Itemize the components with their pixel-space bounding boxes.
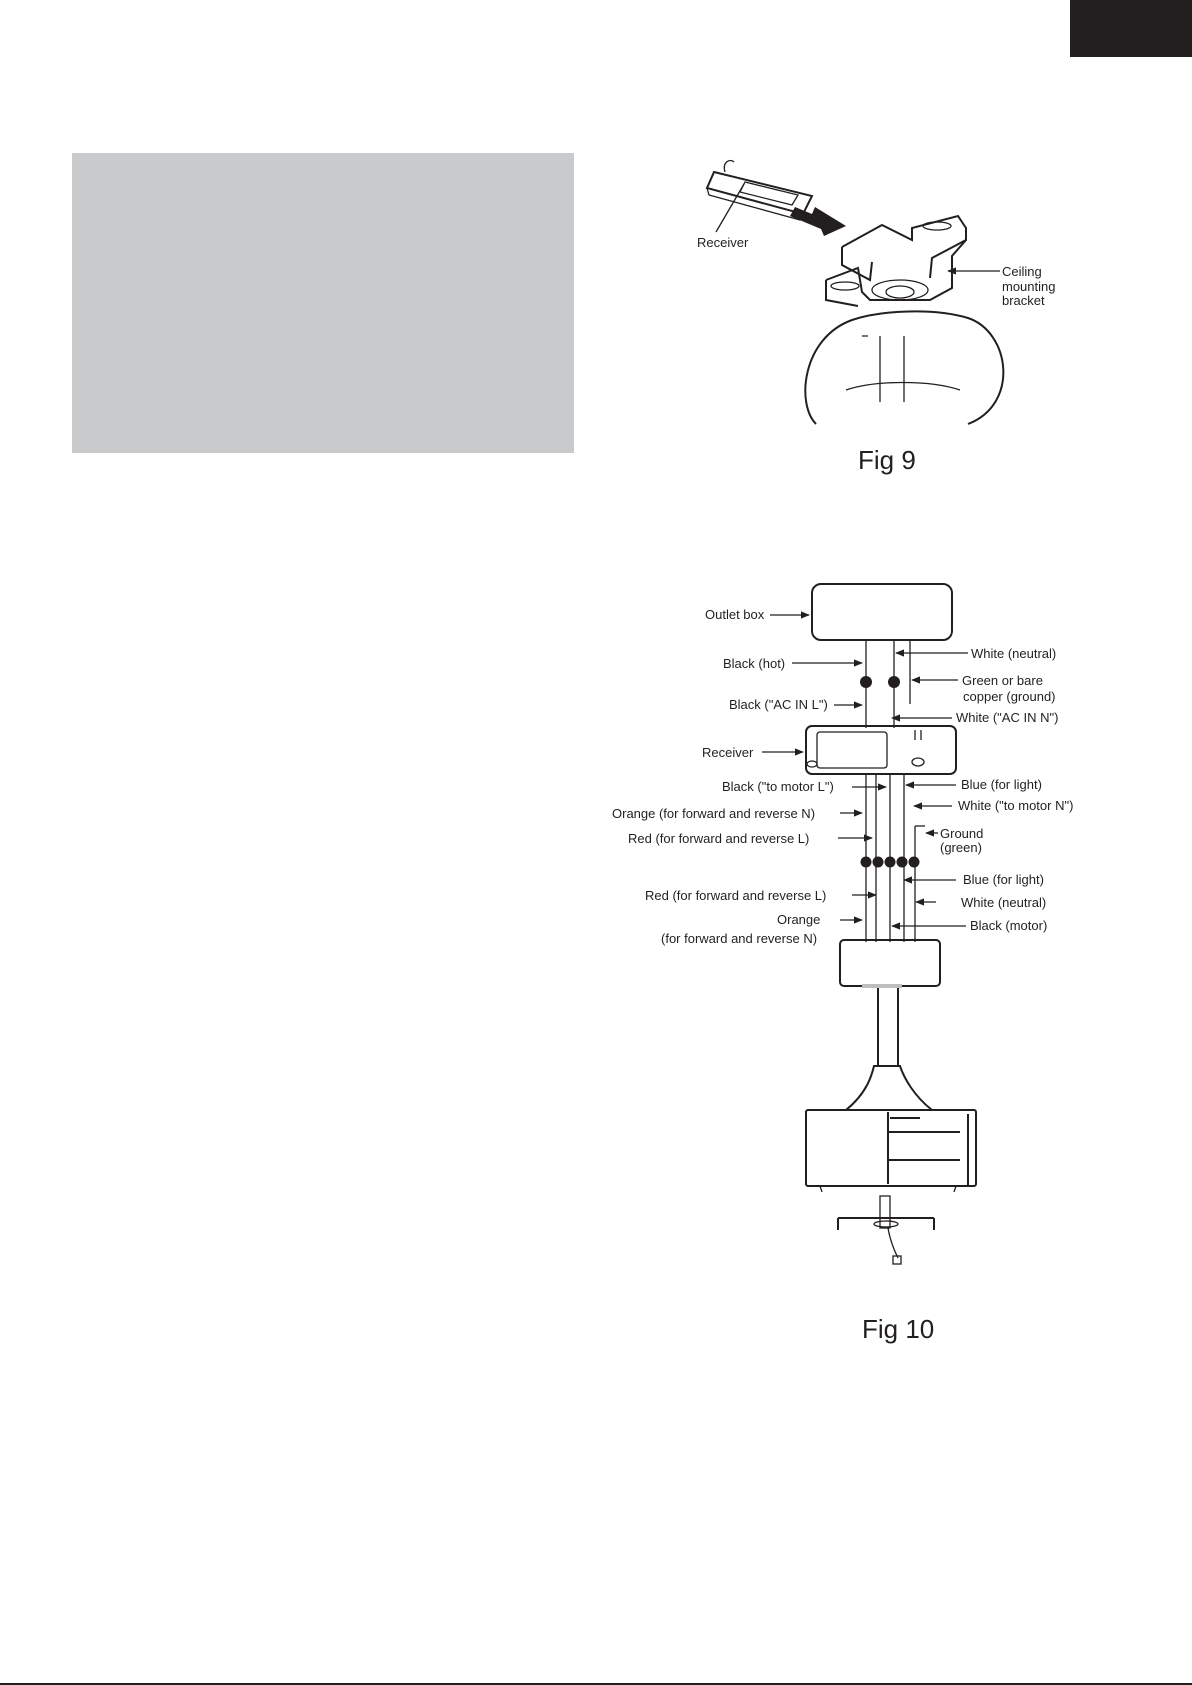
fig10-label-red-top: Red (for forward and reverse L) bbox=[628, 831, 809, 846]
fig10-label-orange-top: Orange (for forward and reverse N) bbox=[612, 806, 815, 821]
fig10-label-white-ac-in: White ("AC IN N") bbox=[956, 710, 1058, 725]
fig10-label-black-ac-in: Black ("AC IN L") bbox=[729, 697, 828, 712]
fig10-fan-canopy bbox=[839, 939, 941, 987]
fig10-caption: Fig 10 bbox=[862, 1314, 934, 1344]
fig10-label-ground-1: Ground bbox=[940, 826, 983, 841]
fig10-connector bbox=[860, 856, 872, 868]
fig10-label-white-to-motor: White ("to motor N") bbox=[958, 798, 1073, 813]
fig10-label-ground-2: (green) bbox=[940, 840, 982, 855]
fig9-canopy-drawing bbox=[804, 310, 1005, 425]
fig10-label-blue-light-top: Blue (for light) bbox=[961, 777, 1042, 792]
fig10-label-orange-bottom-2: (for forward and reverse N) bbox=[661, 931, 817, 946]
fig10-label-black-motor: Black (motor) bbox=[970, 918, 1047, 933]
fig9-receiver-leader bbox=[715, 183, 745, 233]
fig9-receiver-label: Receiver bbox=[697, 235, 749, 250]
fig10-diagram: Outlet box Black (hot) Black ("AC IN L")… bbox=[612, 583, 1073, 1344]
fig9-bracket-label-2: mounting bbox=[1002, 279, 1055, 294]
fig9-caption: Fig 9 bbox=[858, 445, 916, 475]
fig10-connector bbox=[908, 856, 920, 868]
fig10-connector bbox=[896, 856, 908, 868]
fig10-label-blue-light-bottom: Blue (for light) bbox=[963, 872, 1044, 887]
fig10-label-white-neutral-bottom: White (neutral) bbox=[961, 895, 1046, 910]
fig10-label-white-neutral-top: White (neutral) bbox=[971, 646, 1056, 661]
fig10-label-green-bare-2: copper (ground) bbox=[963, 689, 1056, 704]
fig10-label-outlet-box: Outlet box bbox=[705, 607, 765, 622]
fig9-bracket-label-3: bracket bbox=[1002, 293, 1045, 308]
fig10-receiver bbox=[805, 725, 957, 775]
page-corner-tab bbox=[1070, 0, 1192, 57]
fig9-bracket-label-1: Ceiling bbox=[1002, 264, 1042, 279]
bottom-rule bbox=[0, 1683, 1192, 1685]
fig10-label-receiver: Receiver bbox=[702, 745, 754, 760]
fig10-connector bbox=[888, 676, 900, 688]
fig9-diagram: Receiver Ceiling mounting bracket Fig 9 bbox=[697, 159, 1055, 475]
fig10-label-orange-bottom-1: Orange bbox=[777, 912, 820, 927]
fig10-label-green-bare-1: Green or bare bbox=[962, 673, 1043, 688]
gray-text-panel bbox=[72, 153, 574, 453]
fig10-connector bbox=[860, 676, 872, 688]
fig10-label-black-to-motor: Black ("to motor L") bbox=[722, 779, 834, 794]
fig10-downrod bbox=[862, 984, 902, 1066]
fig10-label-black-hot: Black (hot) bbox=[723, 656, 785, 671]
fig10-connector bbox=[884, 856, 896, 868]
fig9-bracket-drawing bbox=[825, 214, 967, 307]
fig10-outlet-box bbox=[811, 583, 953, 641]
fig10-fan-motor bbox=[805, 1065, 977, 1265]
fig10-label-red-bottom: Red (for forward and reverse L) bbox=[645, 888, 826, 903]
fig9-insert-arrow bbox=[790, 207, 846, 236]
fig10-connector bbox=[872, 856, 884, 868]
